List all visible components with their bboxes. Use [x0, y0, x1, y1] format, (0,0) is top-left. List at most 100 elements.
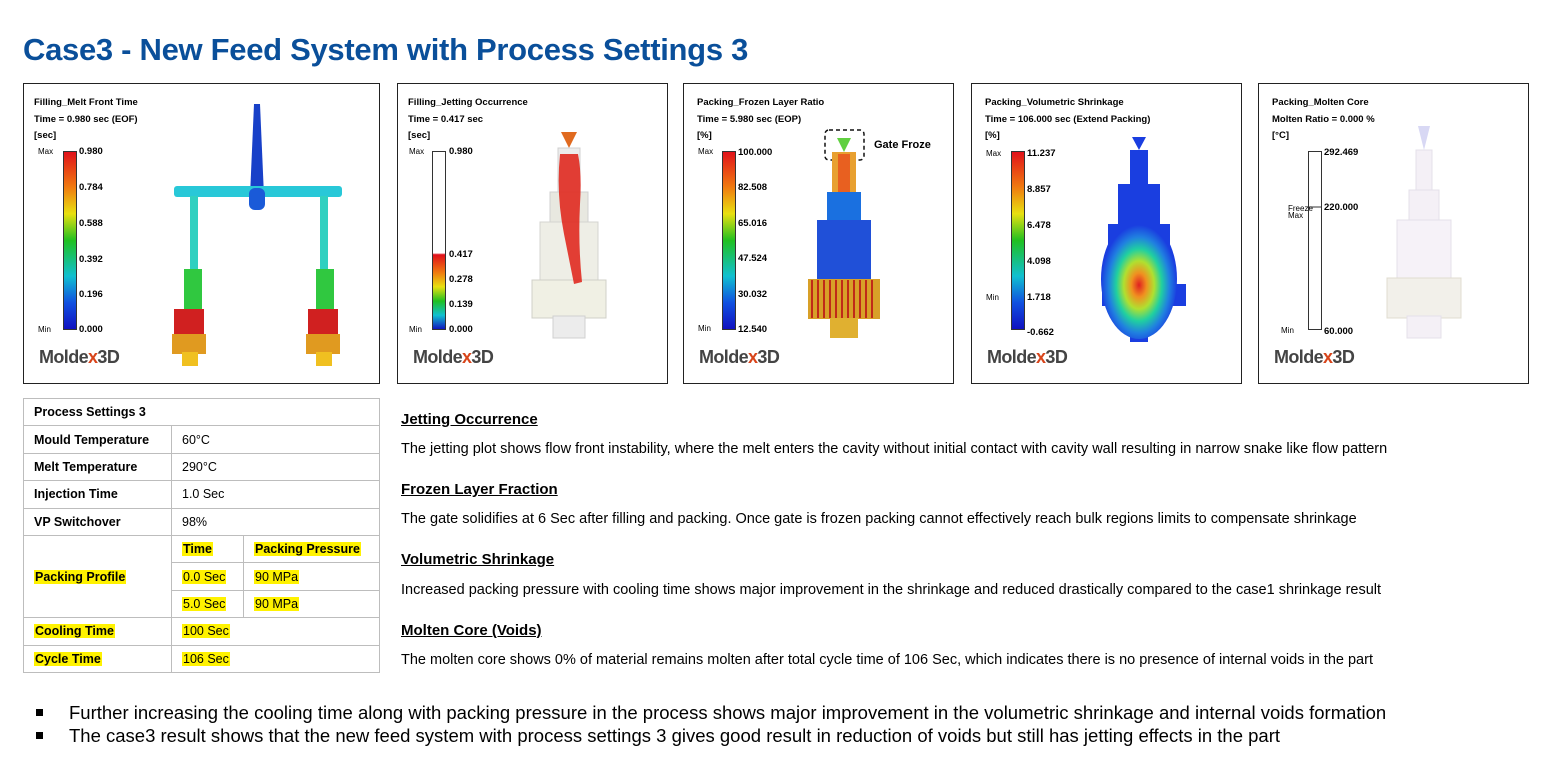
scale-tick: 8.857	[1027, 184, 1051, 195]
moldex3d-logo: Moldex3D	[987, 347, 1068, 367]
scale-max-label: Max	[1288, 211, 1304, 220]
row-value: 98%	[171, 507, 380, 536]
jetting-model-image	[531, 132, 607, 339]
row-label: VP Switchover	[23, 507, 172, 536]
packing-col-pressure: Packing Pressure	[243, 534, 380, 564]
gate-froze-annotation: Gate Froze	[874, 139, 931, 151]
volumetric-shrinkage-model-image	[1101, 137, 1186, 342]
panel-molten-core: Packing_Molten Core Molten Ratio = 0.000…	[1258, 83, 1529, 384]
row-value: 60°C	[171, 425, 380, 454]
table-row: 5.0 Sec 90 MPa	[24, 589, 380, 619]
scale-max-label: Max	[409, 147, 425, 156]
scale-tick: -0.662	[1027, 327, 1054, 338]
packing-pressure: 90 MPa	[243, 562, 380, 591]
panel-header: Filling_Melt Front Time Time = 0.980 sec…	[34, 97, 138, 141]
scale-tick: 220.000	[1324, 202, 1359, 213]
table-header: Process Settings 3	[23, 397, 380, 427]
panel-melt-front-time: Filling_Melt Front Time Time = 0.980 sec…	[23, 83, 380, 384]
table-row: Mould Temperature 60°C	[23, 425, 380, 454]
panel-header: Packing_Molten Core Molten Ratio = 0.000…	[1272, 97, 1375, 141]
scale-min-label: Min	[38, 325, 51, 334]
scale-tick: 0.392	[79, 254, 103, 265]
color-scale-bar	[1308, 151, 1322, 330]
table-row: Cooling Time 100 Sec	[23, 617, 380, 646]
packing-col-time: Time	[171, 534, 244, 564]
moldex3d-logo: Moldex3D	[1274, 347, 1355, 367]
melt-front-model-image	[172, 104, 342, 366]
scale-max-label: Max	[38, 147, 54, 156]
scale-tick: 0.417	[449, 249, 473, 260]
panel-header: Packing_Volumetric Shrinkage Time = 106.…	[985, 97, 1151, 141]
row-value: 290°C	[171, 452, 380, 482]
scale-tick: 11.237	[1027, 148, 1056, 159]
scale-max-label: Max	[986, 149, 1002, 158]
moldex3d-logo: Moldex3D	[699, 347, 780, 367]
row-label: Mould Temperature	[23, 425, 172, 454]
row-value: 106 Sec	[171, 644, 380, 673]
page-title: Case3 - New Feed System with Process Set…	[23, 32, 749, 67]
process-settings-table: Process Settings 3 Mould Temperature 60°…	[23, 397, 380, 673]
scale-tick: 0.784	[79, 182, 103, 193]
panel-jetting-occurrence: Filling_Jetting Occurrence Time = 0.417 …	[397, 83, 668, 384]
row-label: Injection Time	[23, 480, 172, 509]
scale-tick: 6.478	[1027, 220, 1051, 231]
packing-time: 0.0 Sec	[171, 562, 244, 591]
freeze-label: Freeze	[1288, 204, 1313, 213]
scale-tick: 4.098	[1027, 256, 1051, 267]
scale-tick: 0.980	[449, 146, 473, 157]
packing-pressure: 90 MPa	[243, 589, 380, 619]
section-heading-volumetric-shrinkage: Volumetric Shrinkage	[401, 551, 555, 568]
table-row: 0.0 Sec 90 MPa	[24, 562, 380, 591]
panel-frozen-layer-ratio: Packing_Frozen Layer Ratio Time = 5.980 …	[683, 83, 954, 384]
scale-tick: 12.540	[738, 324, 768, 335]
table-row: Process Settings 3	[23, 397, 380, 427]
scale-min-label: Min	[409, 325, 422, 334]
scale-tick: 65.016	[738, 218, 768, 229]
row-label: Cycle Time	[23, 644, 172, 673]
molten-core-model-image	[1386, 126, 1462, 339]
scale-tick: 0.000	[449, 324, 473, 335]
packing-time: 5.0 Sec	[171, 589, 244, 619]
scale-min-label: Min	[1281, 326, 1294, 335]
scale-tick: 0.588	[79, 218, 103, 229]
scale-min-label: Min	[698, 324, 711, 333]
color-scale-bar	[1011, 151, 1025, 330]
scale-tick: 60.000	[1324, 326, 1354, 337]
scale-tick: 30.032	[738, 289, 768, 300]
scale-tick: 82.508	[738, 182, 768, 193]
scale-tick: 0.196	[79, 289, 103, 300]
bullet-square-icon	[36, 708, 43, 716]
scale-tick: 292.469	[1324, 147, 1359, 158]
color-scale-bar	[722, 151, 736, 330]
table-row: Cycle Time 106 Sec	[23, 644, 380, 673]
table-row: Melt Temperature 290°C	[23, 452, 380, 482]
row-label: Cooling Time	[23, 617, 172, 646]
section-text-molten-core: The molten core shows 0% of material rem…	[401, 652, 1373, 668]
scale-min-label: Min	[986, 293, 999, 302]
section-text-frozen-layer: The gate solidifies at 6 Sec after filli…	[401, 511, 1357, 527]
scale-max-label: Max	[698, 147, 714, 156]
bullet-item: The case3 result shows that the new feed…	[36, 725, 1280, 747]
color-scale-bar	[432, 151, 446, 330]
section-text-jetting: The jetting plot shows flow front instab…	[401, 441, 1388, 457]
section-text-volumetric-shrinkage: Increased packing pressure with cooling …	[401, 582, 1382, 598]
color-scale-bar	[63, 151, 77, 330]
panel-volumetric-shrinkage: Packing_Volumetric Shrinkage Time = 106.…	[971, 83, 1242, 384]
panel-header: Packing_Frozen Layer Ratio Time = 5.980 …	[697, 97, 825, 141]
packing-profile-label: Packing Profile	[23, 534, 172, 619]
row-label: Melt Temperature	[23, 452, 172, 482]
panel-header: Filling_Jetting Occurrence Time = 0.417 …	[408, 97, 528, 141]
table-row: Injection Time 1.0 Sec	[23, 480, 380, 509]
scale-tick: 100.000	[738, 147, 773, 158]
scale-tick: 0.278	[449, 274, 473, 285]
table-row: Packing Profile Time Packing Pressure	[23, 534, 380, 619]
moldex3d-logo: Moldex3D	[39, 347, 120, 367]
scale-tick: 0.000	[79, 324, 103, 335]
section-heading-jetting: Jetting Occurrence	[401, 411, 538, 428]
table-row: VP Switchover 98%	[23, 507, 380, 536]
row-value: 100 Sec	[171, 617, 380, 646]
scale-tick: 1.718	[1027, 292, 1051, 303]
frozen-layer-model-image	[808, 129, 880, 338]
section-heading-molten-core: Molten Core (Voids)	[401, 622, 542, 639]
bullet-item: Further increasing the cooling time alon…	[36, 702, 1386, 724]
